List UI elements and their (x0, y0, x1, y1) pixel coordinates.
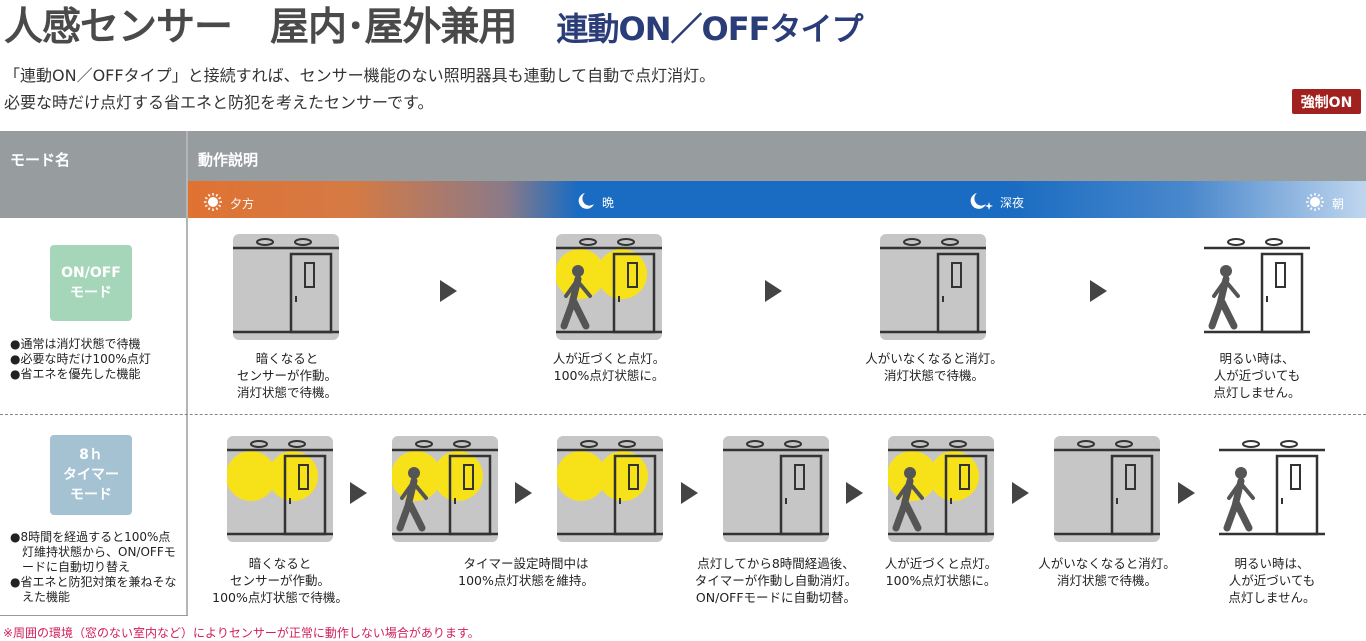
arrow-right-icon (681, 482, 698, 504)
timer-mode-badge: 8ｈ タイマーモード (50, 435, 132, 515)
time-label: 朝 (1332, 197, 1345, 211)
caption-line: 人が近づくと点灯。 (552, 351, 666, 366)
caption-line: 消灯状態で待機。 (883, 368, 985, 383)
timer-mode-bullets: ●8時間を経過すると100%点灯維持状態から、ON/OFFモードに自動切り替え●… (10, 530, 182, 605)
scene-off (1054, 436, 1160, 542)
caption-line: センサーが作動。 (229, 573, 330, 588)
time-1: 晩 (576, 191, 614, 214)
caption-line: 人が近づくと点灯。 (884, 556, 998, 571)
time-0: 夕方 (202, 191, 254, 216)
on-off-mode-badge: ON/OFF モード (50, 245, 132, 321)
step-caption: 明るい時は、人が近づいても点灯しません。 (1228, 555, 1315, 606)
bullet-item: ●省エネを優先した機能 (10, 367, 141, 381)
scene-person-approach (888, 436, 994, 542)
arrow-right-icon (440, 280, 457, 302)
moon-star-icon (968, 191, 994, 214)
caption-line: タイマーが作動し自動消灯。 (694, 573, 858, 588)
bullet-item: ●8時間を経過すると100%点灯維持状態から、ON/OFFモードに自動切り替え (10, 530, 176, 574)
caption-line: 点灯しません。 (1213, 385, 1301, 400)
scene-lit (557, 436, 663, 542)
sun-icon (202, 191, 224, 216)
footnote: ※周囲の環境（窓のない室内など）によりセンサーが正常に動作しない場合があります。 (3, 626, 480, 640)
arrow-right-icon (765, 280, 782, 302)
arrow-right-icon (350, 482, 367, 504)
caption-line: 明るい時は、 (1234, 556, 1310, 571)
scene-off (723, 436, 829, 542)
bullet-item: ●通常は消灯状態で待機 (10, 337, 141, 351)
scene-person-approach (1219, 436, 1325, 542)
time-3: 朝 (1304, 191, 1344, 216)
scene-off (233, 234, 339, 340)
caption-line: 100%点灯状態に。 (885, 573, 997, 588)
badge-line: タイマー (63, 467, 119, 483)
caption-line: 100%点灯状態で待機。 (212, 590, 348, 605)
arrow-right-icon (1012, 482, 1029, 504)
scene-person-approach (1204, 234, 1310, 340)
arrow-right-icon (515, 482, 532, 504)
step-caption: 暗くなるとセンサーが作動。 100%点灯状態で待機。 (212, 555, 348, 606)
step-caption: 人が近づくと点灯。 100%点灯状態に。 (553, 350, 666, 384)
time-label: 深夜 (1000, 196, 1025, 210)
caption-line: 人がいなくなると消灯。 (1038, 556, 1176, 571)
caption-line: 消灯状態で待機。 (1056, 573, 1158, 588)
time-label: 夕方 (230, 197, 255, 211)
step-caption: 人が近づくと点灯。 100%点灯状態に。 (885, 555, 998, 589)
caption-line: 人が近づいても (1228, 573, 1316, 588)
step-caption: 点灯してから8時間経過後、タイマーが作動し自動消灯。 ON/OFFモードに自動切替… (695, 555, 858, 606)
scene-lit (227, 436, 333, 542)
time-bar: 夕方 晩 深夜 朝 (188, 181, 1366, 218)
step-caption: 暗くなるとセンサーが作動。消灯状態で待機。 (237, 350, 337, 401)
step-caption: タイマー設定時間中は 100%点灯状態を維持。 (458, 555, 594, 589)
caption-line: 暗くなると (255, 351, 319, 366)
time-label: 晩 (602, 196, 615, 210)
scene-person-approach (392, 436, 498, 542)
caption-line: 人がいなくなると消灯。 (865, 351, 1003, 366)
caption-line: 人が近づいても (1213, 368, 1301, 383)
step-caption: 人がいなくなると消灯。消灯状態で待機。 (865, 350, 1003, 384)
intro-line-1: 「連動ON／OFFタイプ」と接続すれば、センサー機能のない照明器具も連動して自動… (4, 66, 716, 85)
caption-line: 明るい時は、 (1219, 351, 1295, 366)
title-main: 人感センサー (4, 5, 233, 50)
arrow-right-icon (1090, 280, 1107, 302)
step-caption: 人がいなくなると消灯。消灯状態で待機。 (1038, 555, 1176, 589)
arrow-right-icon (1178, 482, 1195, 504)
badge-line: 8ｈ (79, 447, 103, 463)
scene-person-approach (556, 234, 662, 340)
sun-icon (1304, 191, 1326, 216)
step-caption: 明るい時は、人が近づいても点灯しません。 (1213, 350, 1300, 401)
badge-line: ON/OFF (61, 265, 121, 281)
force-on-badge: 強制ON (1292, 89, 1361, 114)
badge-line: モード (70, 487, 112, 503)
title-type: 連動ON／OFFタイプ (556, 10, 864, 48)
caption-line: 100%点灯状態に。 (553, 368, 665, 383)
moon-icon (576, 191, 596, 214)
caption-line: 100%点灯状態を維持。 (458, 573, 594, 588)
column-divider (186, 131, 188, 616)
row-divider (0, 414, 1366, 415)
bullet-item: ●必要な時だけ100%点灯 (10, 352, 151, 366)
caption-line: 暗くなると (248, 556, 312, 571)
caption-line: 点灯しません。 (1228, 590, 1316, 605)
page-title: 人感センサー屋内･屋外兼用連動ON／OFFタイプ (4, 0, 864, 52)
caption-line: センサーが作動。 (236, 368, 338, 383)
intro-line-2: 必要な時だけ点灯する省エネと防犯を考えたセンサーです。 (4, 93, 434, 112)
caption-line: 消灯状態で待機。 (236, 385, 338, 400)
bullet-item: ●省エネと防犯対策を兼ねそなえた機能 (10, 575, 177, 604)
mode-header: モード名 (0, 131, 186, 218)
caption-line: タイマー設定時間中は (463, 556, 589, 571)
caption-line: 点灯してから8時間経過後、 (697, 556, 855, 571)
badge-line: モード (70, 285, 112, 301)
caption-line: ON/OFFモードに自動切替。 (695, 590, 857, 605)
scene-off (880, 234, 986, 340)
desc-header: 動作説明 (188, 131, 1366, 181)
arrow-right-icon (846, 482, 863, 504)
bottom-divider (0, 615, 188, 616)
time-2: 深夜 (968, 191, 1024, 214)
on-off-mode-bullets: ●通常は消灯状態で待機●必要な時だけ100%点灯●省エネを優先した機能 (10, 337, 185, 382)
title-sub1: 屋内･屋外兼用 (270, 5, 518, 50)
